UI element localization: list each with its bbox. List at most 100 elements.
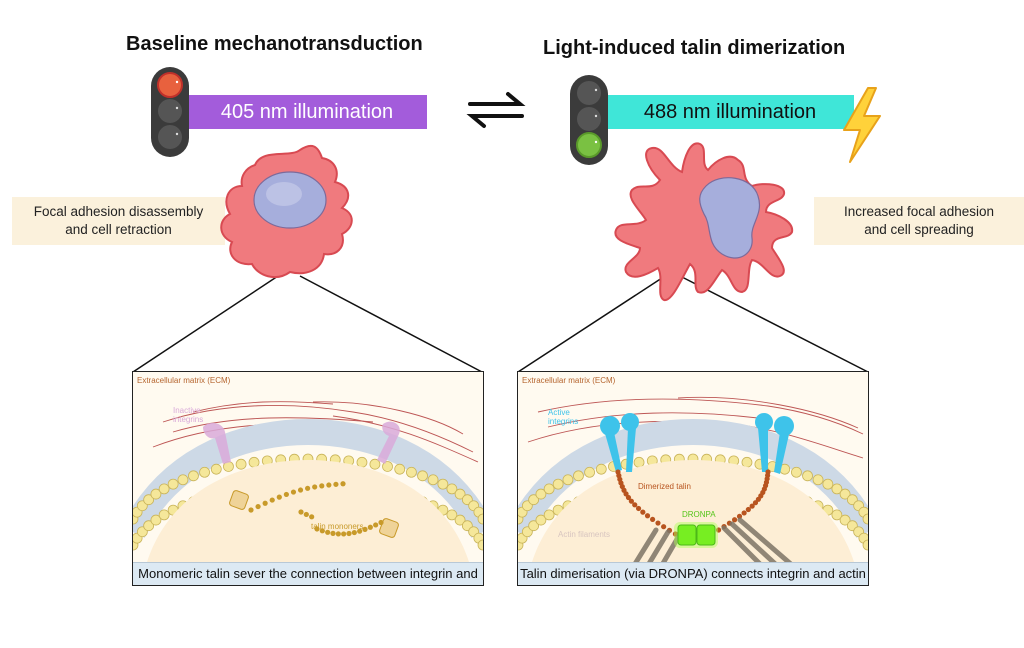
lipid-head	[248, 456, 260, 468]
zoom-line	[679, 275, 869, 373]
lipid-head	[394, 463, 406, 475]
talin-bead	[661, 524, 667, 530]
talin-bead	[649, 516, 656, 523]
right-membrane-illustration	[518, 372, 868, 562]
ecm-label: Extracellular matrix (ECM)	[522, 376, 616, 385]
lipid-head	[633, 456, 645, 468]
right-caption: Talin dimerisation (via DRONPA) connects…	[518, 562, 868, 585]
illumination-label: 405 nm illumination	[220, 101, 394, 123]
lipid-head	[535, 514, 547, 526]
talin-bead	[341, 531, 347, 537]
talin-bead	[303, 511, 309, 518]
actin-filaments	[633, 517, 793, 562]
dronpa-icon	[674, 522, 718, 548]
lipid-head	[573, 470, 584, 482]
talin-monomer-icon	[229, 490, 399, 538]
talin-bead	[290, 489, 297, 495]
talin-bead	[731, 517, 738, 523]
talin-bead	[715, 527, 722, 533]
right-detail-panel: Extracellular matrix (ECM) Active integr…	[517, 371, 869, 586]
reversible-arrows-icon	[466, 90, 526, 130]
zoom-line	[299, 275, 483, 373]
note-line: and cell retraction	[65, 222, 172, 237]
lipid-head	[158, 509, 170, 521]
talin-bead	[373, 522, 379, 528]
lipid-head	[839, 514, 851, 526]
dimerized-talin-chain	[615, 469, 771, 537]
talin-bead	[745, 506, 751, 513]
talin-bead	[330, 530, 336, 536]
retracted-cell-icon	[220, 144, 353, 279]
talin-chain	[248, 481, 384, 537]
zoom-line	[132, 275, 279, 373]
lipid-head	[406, 466, 417, 478]
traffic-light-red-icon	[150, 66, 190, 158]
talin-bead	[298, 509, 304, 515]
note-line: Focal adhesion disassembly	[33, 204, 204, 219]
integrin-label-line: Inactive	[173, 406, 201, 415]
traffic-light-green-icon	[569, 74, 609, 166]
lipid-head	[210, 463, 222, 475]
lipid-head	[143, 520, 155, 532]
lipid-head	[528, 520, 540, 532]
talin-bead	[752, 500, 759, 506]
lipid-head	[143, 494, 155, 506]
integrin-label: Inactive integrins	[173, 406, 203, 424]
talin-bead	[623, 491, 629, 497]
integrin-label-line: Active	[548, 408, 570, 417]
spread-cell-icon	[614, 142, 794, 301]
lipid-head	[839, 488, 851, 500]
talin-bead	[755, 496, 761, 502]
lipid-head	[535, 488, 547, 500]
lipid-head	[584, 466, 595, 478]
talin-bead	[269, 497, 275, 503]
lipid-head	[446, 483, 458, 495]
lipid-head	[802, 470, 813, 482]
note-line: and cell spreading	[864, 222, 974, 237]
illumination-bar-488: 488 nm illumination	[606, 95, 854, 129]
lipid-head	[562, 474, 574, 486]
lipid-head	[822, 478, 834, 490]
lipid-head	[791, 466, 802, 478]
talin-bead	[283, 491, 289, 498]
lipid-head	[177, 474, 189, 486]
nucleus	[699, 177, 760, 259]
talin-bead	[333, 481, 339, 487]
illumination-bar-405: 405 nm illumination	[187, 95, 427, 129]
integrin-label-line: integrins	[548, 417, 579, 426]
lipid-head	[477, 539, 483, 551]
active-integrin-icon	[600, 413, 794, 474]
talin-bead	[749, 503, 755, 509]
actin-label: Actin filaments	[558, 530, 611, 539]
lipid-head	[158, 483, 170, 495]
talin-bead	[640, 509, 646, 515]
lipid-head	[150, 488, 162, 500]
talin-bead	[346, 530, 352, 537]
talin-bead	[314, 526, 320, 532]
talin-bead	[319, 483, 325, 489]
lipid-head	[199, 466, 210, 478]
illumination-label: 488 nm illumination	[643, 101, 817, 123]
lipid-head	[454, 488, 466, 500]
lipid-head	[446, 509, 458, 521]
lipid-head	[437, 478, 449, 490]
dronpa-label: DRONPA	[682, 510, 716, 519]
lipid-head	[167, 478, 179, 490]
dimerized-talin-label: Dimerized talin	[638, 482, 691, 491]
talin-bead	[335, 531, 341, 537]
lipid-head	[552, 478, 564, 490]
talin-bead	[262, 500, 268, 506]
lipid-head	[369, 458, 381, 470]
talin-bead	[325, 529, 331, 535]
talin-bead	[326, 482, 332, 488]
left-caption: Monomeric talin sever the connection bet…	[133, 562, 483, 585]
integrin-label: Active integrins	[548, 408, 578, 426]
lipid-head	[417, 470, 428, 482]
talin-bead	[635, 505, 642, 512]
lipid-head	[741, 456, 753, 468]
inactive-integrin-icon	[203, 421, 400, 464]
lipid-head	[454, 514, 466, 526]
lipid-head	[528, 494, 540, 506]
talin-bead	[276, 494, 282, 500]
talin-bead	[255, 503, 261, 510]
